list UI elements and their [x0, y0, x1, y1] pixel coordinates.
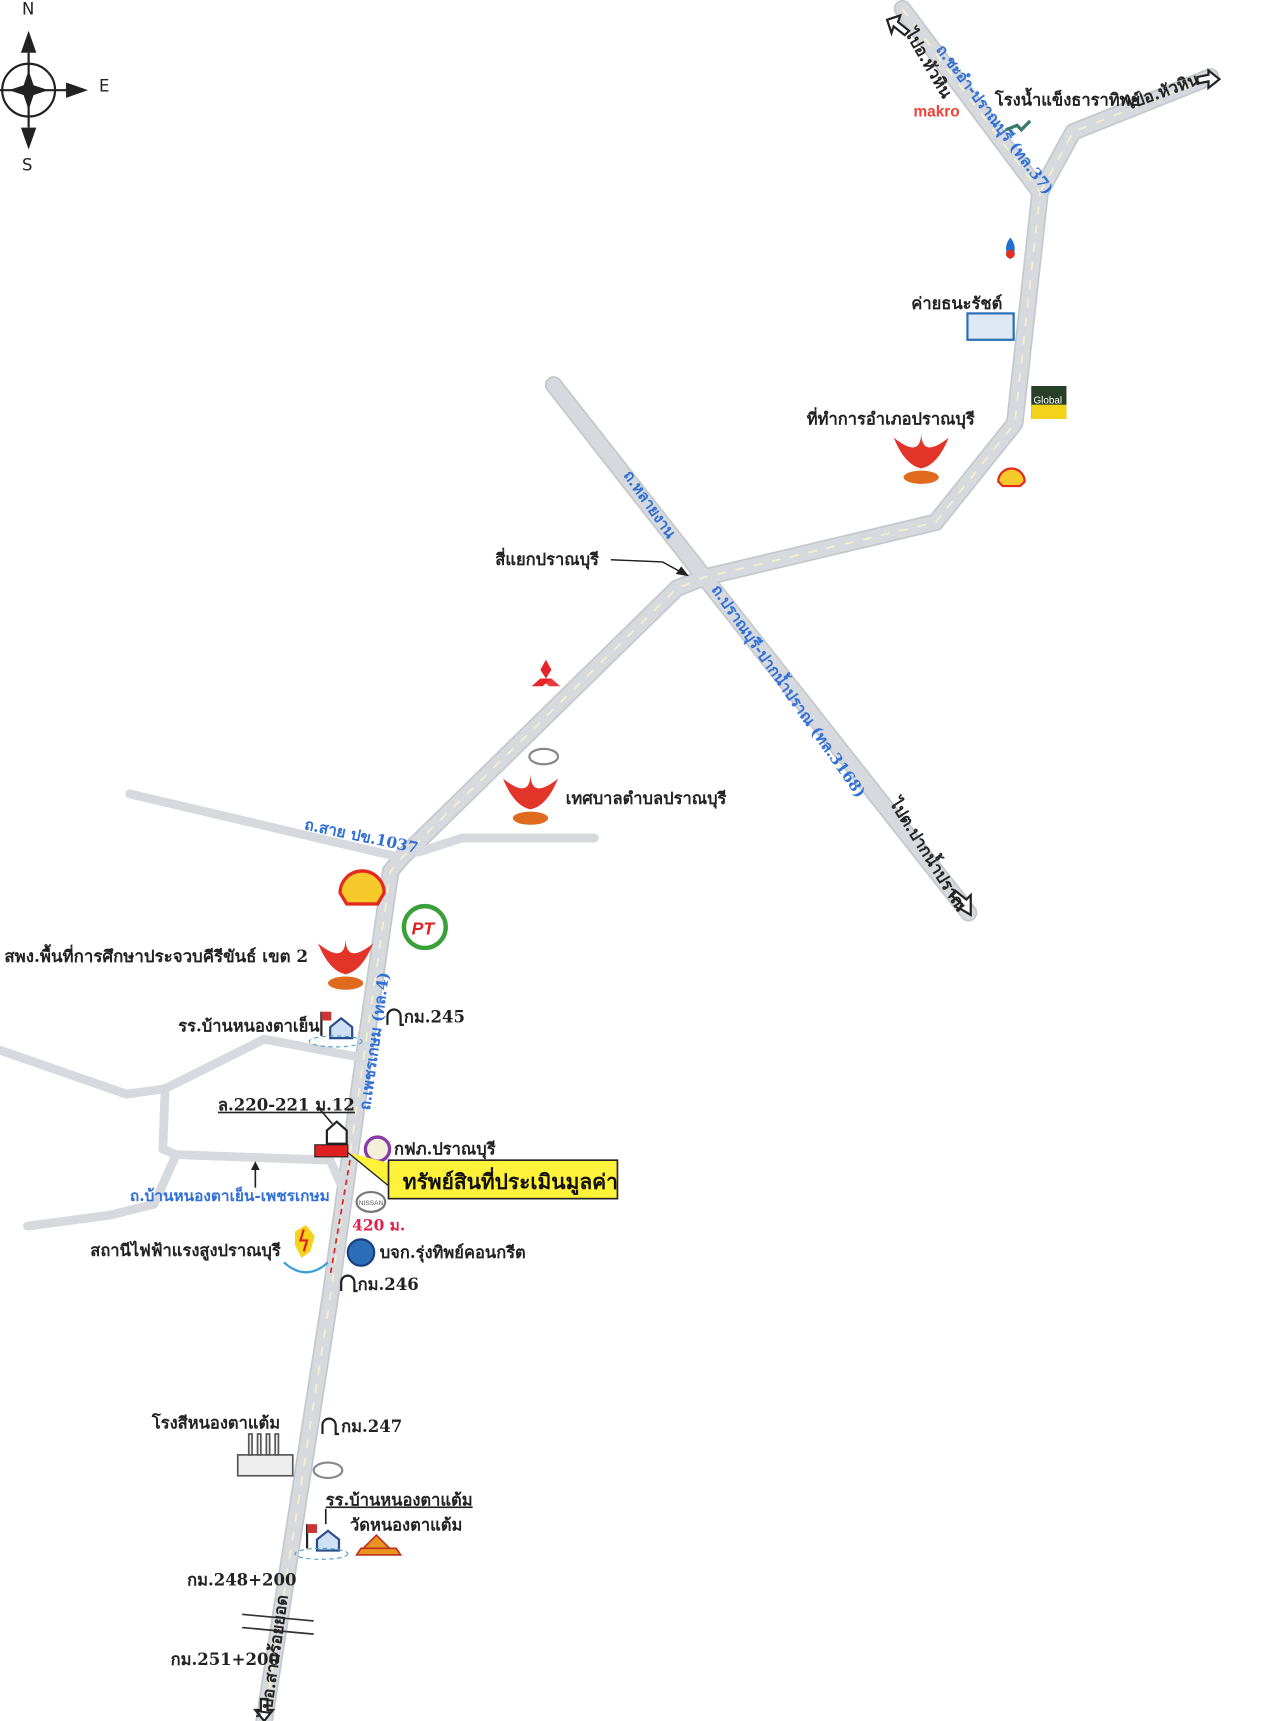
intersection-label: สี่แยกปราณบุรี: [495, 547, 599, 570]
concrete-company-label: บจก.รุ่งทิพย์คอนกรีต: [380, 1243, 526, 1263]
factory-icon: [236, 1433, 294, 1477]
makro-logo: makro: [913, 104, 959, 121]
km251-label: กม.251+200: [171, 1650, 280, 1669]
railway-crossing: [242, 1613, 314, 1635]
thanarat-camp-label: ค่ายธนะรัชต์: [911, 294, 1002, 313]
arrow-head-icon: [250, 1161, 260, 1171]
ice-factory-label: โรงน้ำแข็งธาราทิพย์: [994, 88, 1140, 110]
global-house-logo-band: [1031, 404, 1067, 419]
camp-building-icon: [966, 312, 1015, 341]
compass-north-label: N: [22, 0, 34, 18]
toyota-logo: [528, 747, 560, 766]
temple-icon: [355, 1533, 403, 1556]
compass-rose-icon: [0, 30, 89, 150]
km-marker-icon: [340, 1274, 358, 1293]
district-office-label: ที่ทำการอำเภอปราณบุรี: [807, 406, 975, 429]
nissan-text: NISSAN: [359, 1200, 384, 1207]
mitsubishi-logo: [531, 659, 561, 687]
concrete-company-logo: [346, 1238, 376, 1267]
garuda-emblem-icon: [893, 432, 949, 484]
school-icon: [294, 1524, 349, 1560]
pt-station-text: PT: [412, 919, 436, 939]
temple-label: วัดหนองตาแต้ม: [350, 1516, 462, 1535]
route3168-label: ถ.ปราณบุรี-ปากน้ำปราณ (ทล.3168): [707, 580, 872, 802]
toyota-logo: [312, 1461, 344, 1480]
km-marker-icon: [321, 1417, 339, 1436]
plot-number-label: ล.220-221 ม.12: [218, 1096, 355, 1115]
compass-east-label: E: [99, 76, 109, 95]
km-marker-icon: [386, 1008, 404, 1027]
road-network: [0, 0, 1220, 1721]
km247-label: กม.247: [341, 1417, 402, 1436]
pea-logo: [363, 1135, 392, 1163]
substation-label: สถานีไฟฟ้าแรงสูงปราณบุรี: [90, 1240, 281, 1262]
ptt-dot-icon: [1005, 249, 1015, 259]
education-office-label: สพง.พื้นที่การศึกษาประจวบคีรีขันธ์ เขต 2: [4, 944, 308, 966]
compass-south-label: S: [22, 155, 32, 174]
school-icon: [308, 1011, 363, 1048]
subject-property-label: ทรัพย์สินที่ประเมินมูลค่า: [403, 1166, 618, 1196]
shell-station-icon: [338, 869, 386, 906]
km245-label: กม.245: [404, 1008, 465, 1027]
rice-mill-label: โรงสีหนองตาแต้ม: [151, 1412, 280, 1432]
school-nong-ta-yen-label: รร.บ้านหนองตาเย็น: [178, 1015, 320, 1036]
subject-property-marker: [314, 1144, 349, 1158]
pea-label: กฟภ.ปราณบุรี: [394, 1140, 496, 1160]
km246-label: กม.246: [358, 1275, 419, 1294]
nissan-logo: [355, 1190, 387, 1213]
direction-arrow-icon: [253, 13, 1222, 1721]
garuda-emblem-icon: [502, 773, 559, 825]
substation-icon: [283, 1225, 329, 1274]
garuda-emblem-icon: [318, 938, 374, 990]
subject-property-callout: [387, 1159, 619, 1200]
pt-station-logo: [401, 903, 448, 951]
plot-pointer: [318, 1107, 334, 1125]
ice-factory-icon: [1005, 119, 1032, 133]
shell-station-icon: [997, 467, 1026, 488]
km248-label: กม.248+200: [187, 1571, 296, 1590]
distance-label: 420 ม.: [352, 1217, 405, 1235]
school-nong-ta-taem-label: รร.บ้านหนองตาแต้ม: [326, 1490, 473, 1509]
arrow-head-icon: [675, 566, 689, 577]
thalai-ngan-road-label: ถ.หลายงาน: [620, 467, 680, 542]
house-icon: [325, 1120, 348, 1145]
to-paknampran-label: ไปต.ปากน้ำปราณ: [885, 792, 973, 915]
intersection-pointer: [610, 559, 685, 575]
global-house-text: Global: [1033, 396, 1062, 407]
nong-ta-yen-road-label: ถ.บ้านหนองตาเย็น-เพชรเกษม: [130, 1185, 330, 1205]
municipality-label: เทศบาลตำบลปราณบุรี: [566, 789, 727, 809]
